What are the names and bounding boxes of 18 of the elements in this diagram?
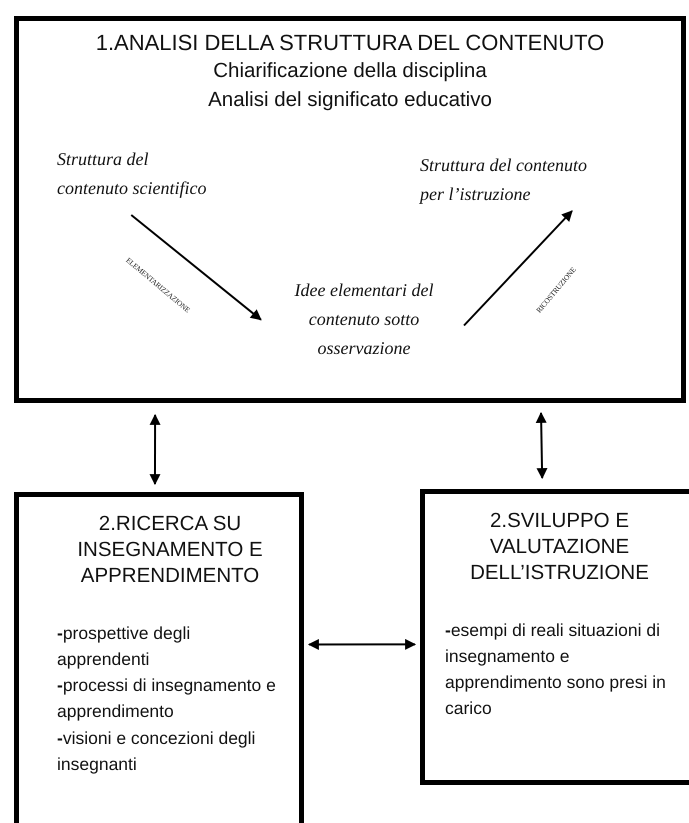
process-box <box>420 489 689 785</box>
arrow <box>149 414 161 486</box>
process-box <box>14 492 304 823</box>
heading: 1.ANALISI DELLA STRUTTURA DEL CONTENUTO <box>94 29 606 57</box>
heading: 2.RICERCA SU INSEGNAMENTO E APPRENDIMENTO <box>76 511 264 590</box>
section-box <box>14 16 686 403</box>
concept-text: Struttura del contenuto per l’istruzione <box>420 154 588 206</box>
subheading: Analisi del significato educativo <box>207 86 493 113</box>
bullet-text: -visioni e concezioni degli insegnanti <box>57 726 256 776</box>
arrow <box>463 210 573 326</box>
heading: 2.SVILUPPO E VALUTAZIONE DELL’ISTRUZIONE <box>469 508 650 586</box>
bullet-text: -esempi di reali situazioni di insegnamento e apprendimento sono presi in carico <box>445 618 667 720</box>
arrow <box>536 412 548 480</box>
concept-text: Idee elementari del contenuto sotto osservazione <box>294 279 434 360</box>
arrow <box>130 214 262 320</box>
arrow <box>308 638 416 650</box>
concept-text: Struttura del contenuto scientifico <box>57 148 208 200</box>
subheading: Chiarificazione della disciplina <box>212 58 488 84</box>
